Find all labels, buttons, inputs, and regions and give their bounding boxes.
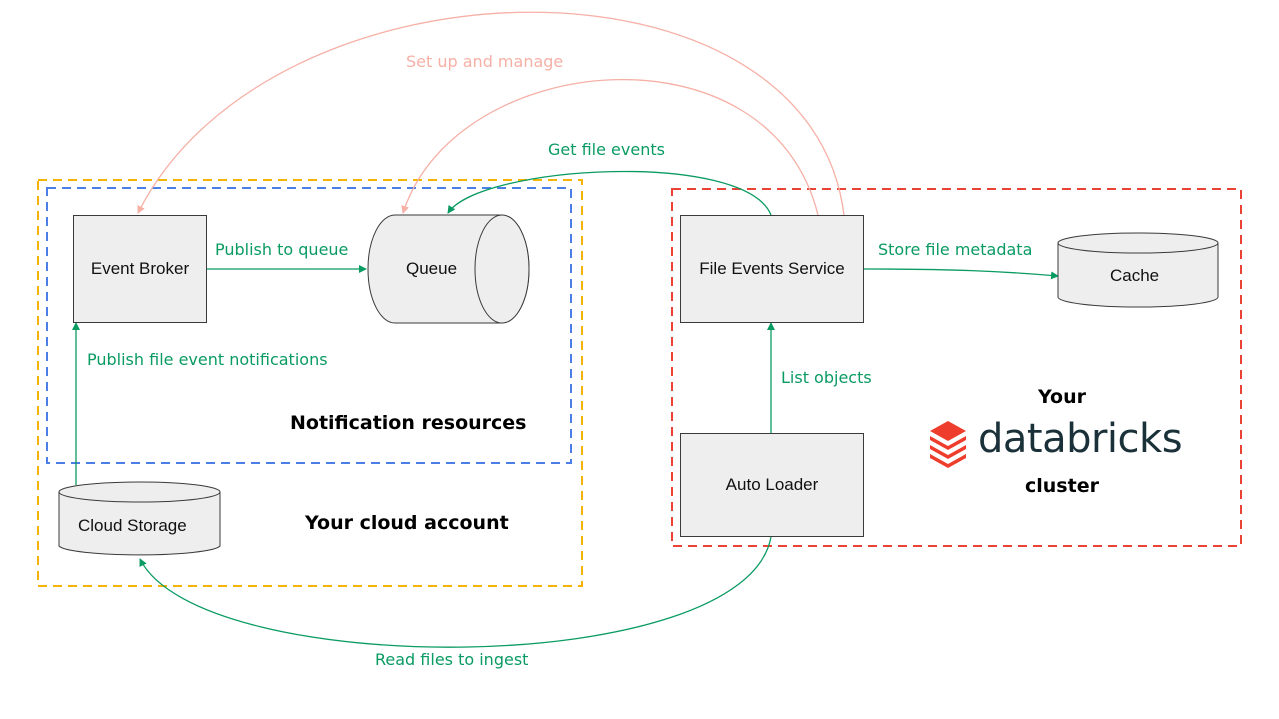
- publish-notifications-label: Publish file event notifications: [87, 350, 328, 369]
- publish-to-queue-label: Publish to queue: [215, 240, 349, 259]
- cache-cylinder: [1057, 232, 1219, 308]
- queue-cylinder: [367, 214, 530, 324]
- cloud-account-title: Your cloud account: [305, 512, 509, 534]
- databricks-cluster-boundary: [671, 188, 1242, 547]
- setup-arrow-to-queue: [401, 78, 819, 216]
- get-file-events-arrow: [447, 170, 772, 216]
- event-broker-label: Event Broker: [90, 259, 190, 278]
- queue-label: Queue: [406, 259, 458, 278]
- databricks-logo-icon: [930, 421, 966, 468]
- notification-resources-title: Notification resources: [290, 412, 527, 434]
- list-objects-label: List objects: [781, 368, 872, 387]
- setup-arrow-to-event-broker: [137, 11, 845, 216]
- notification-resources-boundary: [46, 187, 572, 464]
- brand-cluster-text: cluster: [1025, 475, 1099, 497]
- file-events-service-label: File Events Service: [699, 259, 845, 278]
- file-events-service-node: File Events Service: [680, 215, 864, 323]
- read-files-arrow: [139, 536, 772, 648]
- event-broker-node: Event Broker: [73, 215, 207, 323]
- brand-your-text: Your: [1038, 386, 1086, 408]
- cache-label: Cache: [1110, 266, 1160, 285]
- auto-loader-label: Auto Loader: [725, 475, 819, 494]
- store-file-metadata-label: Store file metadata: [878, 240, 1033, 259]
- set-up-and-manage-label: Set up and manage: [406, 52, 564, 71]
- cloud-storage-label: Cloud Storage: [78, 516, 187, 535]
- cloud-account-boundary: [37, 179, 583, 587]
- store-metadata-arrow: [863, 268, 1059, 280]
- cloud-storage-cylinder: [58, 481, 221, 556]
- databricks-wordmark: databricks: [978, 416, 1183, 462]
- read-files-label: Read files to ingest: [375, 650, 529, 669]
- get-file-events-label: Get file events: [548, 140, 665, 159]
- auto-loader-node: Auto Loader: [680, 433, 864, 537]
